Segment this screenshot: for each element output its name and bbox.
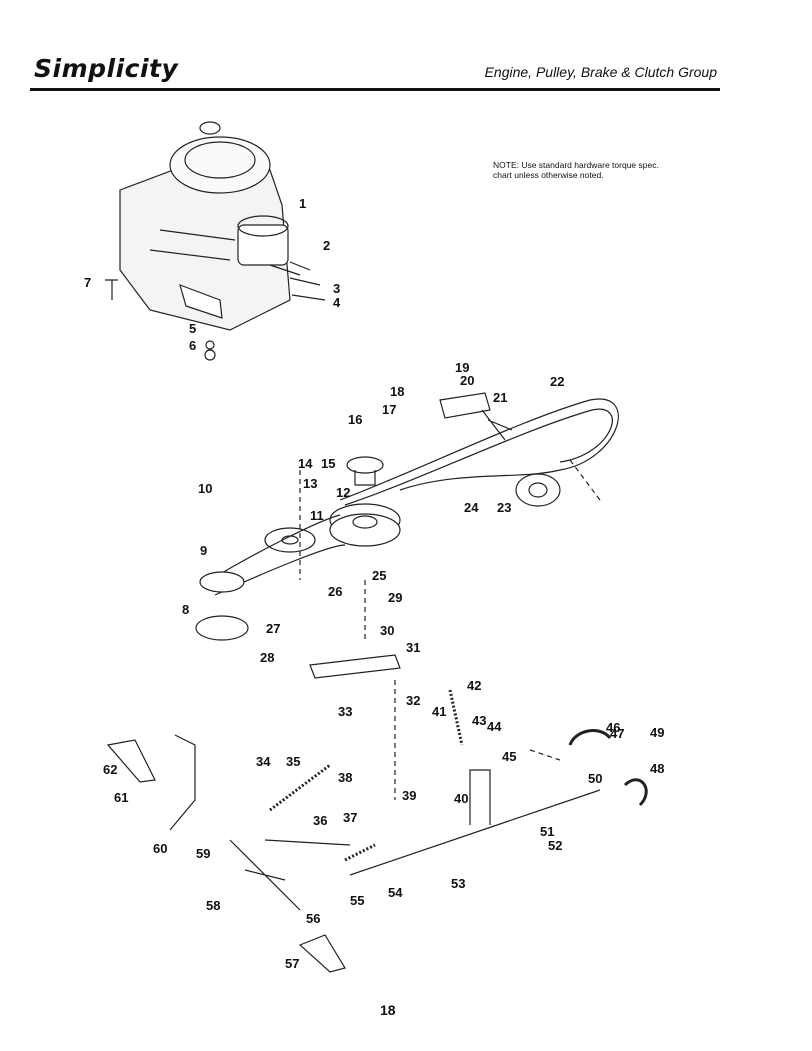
callout-11: 11	[310, 508, 324, 523]
callout-14: 14	[298, 456, 313, 471]
callout-19: 19	[455, 360, 469, 375]
callout-18: 18	[390, 384, 404, 399]
callout-51: 51	[540, 824, 554, 839]
brand-logo: Simplicity	[34, 54, 179, 83]
callout-15: 15	[321, 456, 335, 471]
callout-1: 1	[299, 196, 306, 211]
callout-33: 33	[338, 704, 352, 719]
callout-36: 36	[313, 813, 327, 828]
callout-34: 34	[256, 754, 271, 769]
callout-25: 25	[372, 568, 386, 583]
section-title: Engine, Pulley, Brake & Clutch Group	[484, 64, 717, 80]
callout-6: 6	[189, 338, 196, 353]
callout-28: 28	[260, 650, 274, 665]
callout-38: 38	[338, 770, 352, 785]
callout-12: 12	[336, 485, 350, 500]
callout-9: 9	[200, 543, 207, 558]
callout-57: 57	[285, 956, 299, 971]
callout-26: 26	[328, 584, 342, 599]
callout-41: 41	[432, 704, 446, 719]
header-rule	[30, 88, 720, 91]
callout-24: 24	[464, 500, 479, 515]
callout-20: 20	[460, 373, 474, 388]
callout-2: 2	[323, 238, 330, 253]
callout-35: 35	[286, 754, 300, 769]
callout-46: 46	[606, 720, 620, 735]
callout-3: 3	[333, 281, 340, 296]
callout-4: 4	[333, 295, 341, 310]
callout-16: 16	[348, 412, 362, 427]
callout-49: 49	[650, 725, 664, 740]
callout-27: 27	[266, 621, 280, 636]
callout-39: 39	[402, 788, 416, 803]
callout-52: 52	[548, 838, 562, 853]
page-number: 18	[380, 1002, 396, 1018]
callout-37: 37	[343, 810, 357, 825]
callout-59: 59	[196, 846, 210, 861]
callout-32: 32	[406, 693, 420, 708]
callout-55: 55	[350, 893, 364, 908]
callout-61: 61	[114, 790, 128, 805]
callout-10: 10	[198, 481, 212, 496]
callout-31: 31	[406, 640, 420, 655]
engine-illustration	[105, 121, 326, 361]
callout-7: 7	[84, 275, 91, 290]
callout-56: 56	[306, 911, 320, 926]
callout-43: 43	[472, 713, 486, 728]
callout-50: 50	[588, 771, 602, 786]
callout-8: 8	[182, 602, 189, 617]
callout-42: 42	[467, 678, 481, 693]
callout-40: 40	[454, 791, 468, 806]
callout-44: 44	[487, 719, 502, 734]
callout-21: 21	[493, 390, 507, 405]
callout-54: 54	[388, 885, 403, 900]
callout-5: 5	[189, 321, 196, 336]
callout-48: 48	[650, 761, 664, 776]
callout-62: 62	[103, 762, 117, 777]
callout-47: 47	[610, 726, 624, 741]
callout-53: 53	[451, 876, 465, 891]
callout-58: 58	[206, 898, 220, 913]
callout-45: 45	[502, 749, 516, 764]
callout-29: 29	[388, 590, 402, 605]
callout-30: 30	[380, 623, 394, 638]
callout-22: 22	[550, 374, 564, 389]
callout-23: 23	[497, 500, 511, 515]
callout-60: 60	[153, 841, 167, 856]
torque-note: NOTE: Use standard hardware torque spec.…	[493, 160, 659, 180]
callout-17: 17	[382, 402, 396, 417]
callout-13: 13	[303, 476, 317, 491]
